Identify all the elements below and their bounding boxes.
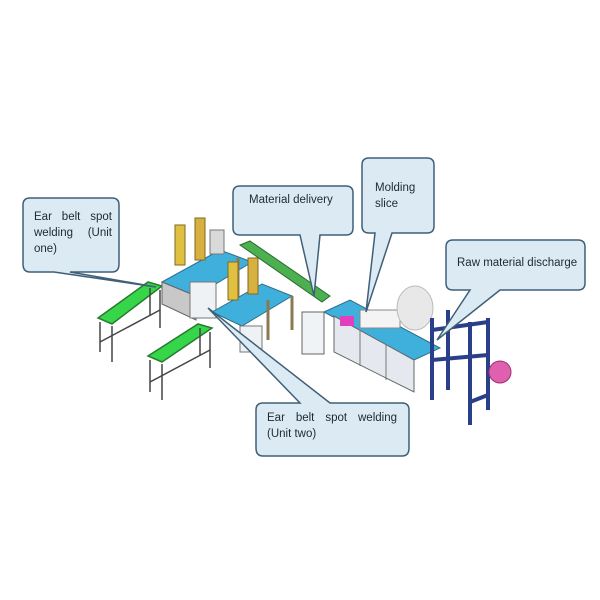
callout-bubble-unit-two	[207, 307, 410, 457]
callout-unit-two-line2: (Unit two)	[267, 428, 317, 440]
callout-bubble-unit-one	[22, 197, 157, 288]
callout-molding-slice-line2: slice	[375, 198, 399, 210]
material-delivery-rail	[238, 240, 331, 303]
callout-raw-material-discharge: Raw material discharge	[457, 257, 578, 269]
callout-bubble-molding-slice	[361, 157, 435, 313]
callout-bubble-material-delivery	[232, 185, 354, 297]
raw-material-frame	[396, 285, 512, 425]
callout-unit-two-line1: Ear belt spot welding	[267, 412, 397, 424]
conveyor-unit-one	[96, 281, 164, 362]
callout-bubble-raw-material-discharge	[436, 239, 586, 341]
molding-line	[322, 299, 442, 393]
callout-material-delivery: Material delivery	[249, 194, 333, 206]
callout-unit-one: Ear belt spot welding (Unit one)	[34, 209, 112, 257]
control-cabinet	[301, 311, 325, 355]
conveyor-unit-two	[146, 323, 214, 400]
callout-unit-two: Ear belt spot welding (Unit two)	[267, 410, 397, 442]
callout-shapes	[22, 157, 586, 457]
welding-station-unit-one	[160, 217, 254, 321]
callout-unit-one-line3: one)	[34, 243, 58, 255]
callout-unit-one-line2: welding (Unit	[34, 227, 112, 239]
welding-station-unit-two	[210, 257, 294, 353]
callout-unit-one-line1: Ear belt spot	[34, 211, 112, 223]
callout-molding-slice-line1: Molding	[375, 182, 416, 194]
callout-molding-slice: Molding slice	[375, 180, 415, 212]
